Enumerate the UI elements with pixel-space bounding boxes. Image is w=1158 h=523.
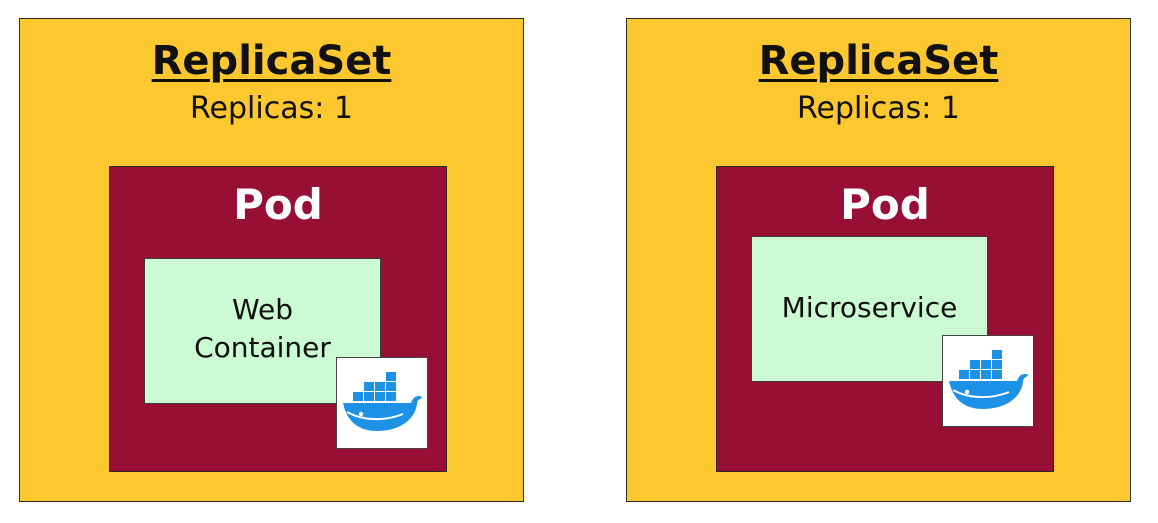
pod-box: Pod Web Container	[109, 166, 447, 472]
container-label-line: Container	[194, 331, 331, 364]
pod-title: Pod	[840, 180, 930, 229]
docker-badge	[942, 335, 1034, 427]
container-label: Web Container	[145, 291, 380, 367]
container-label: Microservice	[781, 291, 958, 324]
replicas-count: Replicas: 1	[190, 91, 353, 126]
replicaset-title: ReplicaSet	[151, 38, 392, 84]
docker-whale-icon	[949, 350, 1028, 409]
pod-title: Pod	[233, 180, 323, 229]
pod-box: Pod Microservice	[716, 166, 1054, 472]
container-label-line: Web	[231, 293, 294, 326]
container-box: Web Container	[144, 258, 381, 404]
docker-badge	[336, 357, 428, 449]
replicas-count: Replicas: 1	[797, 91, 960, 126]
replicaset-title: ReplicaSet	[758, 38, 999, 84]
replicaset-box: ReplicaSet Replicas: 1 Pod Microservice	[626, 18, 1131, 502]
replicaset-box: ReplicaSet Replicas: 1 Pod Web Container	[19, 18, 524, 502]
docker-whale-icon	[343, 372, 422, 431]
